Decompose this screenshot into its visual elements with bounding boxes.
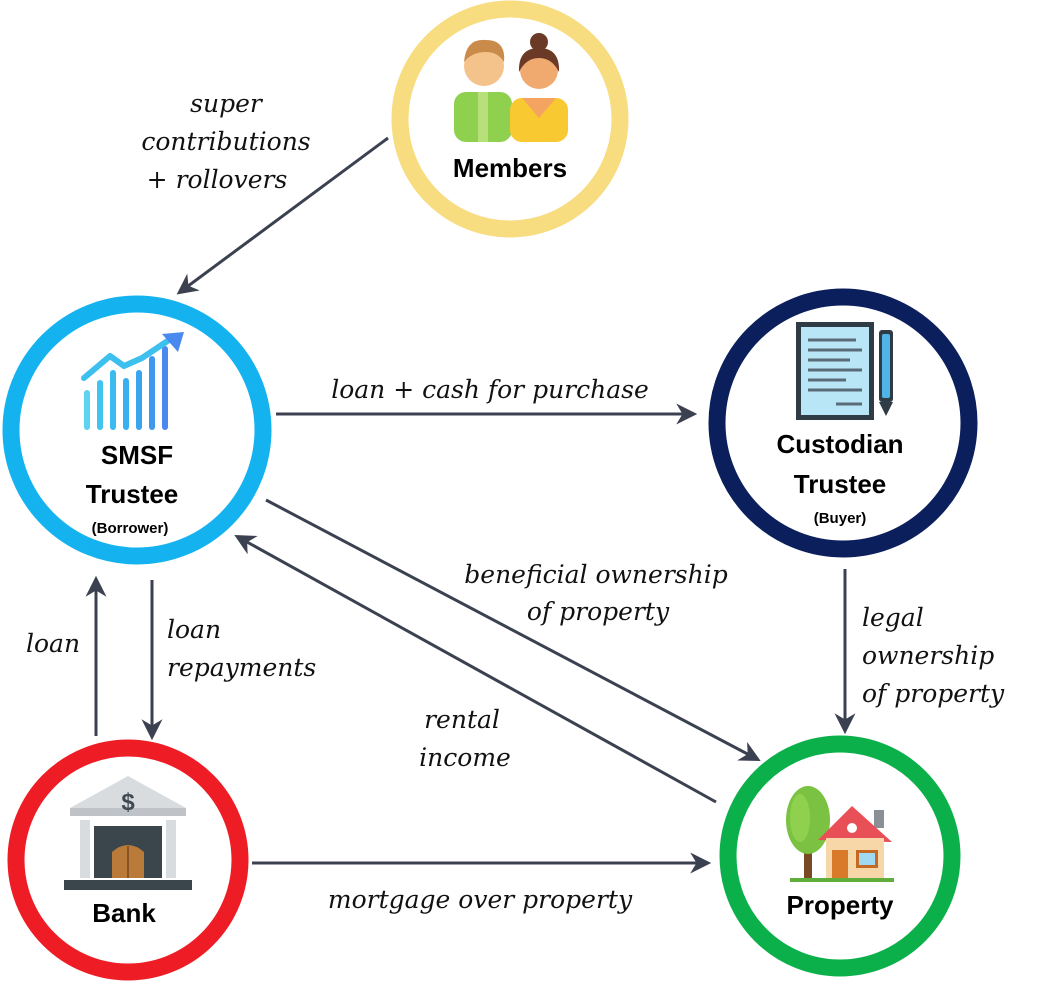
members-node: Members [391,0,629,238]
edge-property-to-smsf [234,534,717,804]
bank-title: Bank [92,898,156,928]
custodian-title-line2: Trustee [794,469,887,499]
label-loan-cash: loan + cash for purchase [331,375,649,404]
label-beneficial-1: beneficial ownership [464,560,727,589]
property-node: Property [719,735,961,977]
custodian-subtitle: (Buyer) [814,510,867,527]
people-icon [454,33,568,142]
bank-building-icon: $ [64,776,192,890]
house-tree-icon [786,786,894,882]
bank-node: $ Bank [7,739,249,981]
contract-document-icon [796,322,893,420]
smsf-node: SMSF Trustee (Borrower) [2,295,272,565]
edge-smsf-to-property [265,498,761,761]
custodian-node: Custodian Trustee (Buyer) [708,288,978,558]
label-rental-1: rental [424,705,500,734]
label-loan: loan [26,629,80,658]
label-contributions-1: super [190,89,264,118]
svg-text:$: $ [121,789,135,816]
growth-chart-icon [81,332,184,430]
label-legal-3: of property [862,679,1005,708]
label-rental-2: income [419,743,511,772]
members-title: Members [453,153,567,183]
custodian-title-line1: Custodian [776,429,903,459]
smsf-subtitle: (Borrower) [92,520,169,537]
label-beneficial-2: of property [527,597,670,626]
property-title: Property [787,890,894,920]
label-repayments-2: repayments [167,653,316,682]
label-repayments-1: loan [167,615,221,644]
label-contributions-3: + rollovers [147,165,288,194]
label-legal-1: legal [862,603,924,632]
label-mortgage: mortgage over property [328,885,633,914]
smsf-title-line1: SMSF [101,440,173,470]
label-legal-2: ownership [862,641,994,670]
label-contributions-2: contributions [141,127,310,156]
smsf-title-line2: Trustee [86,479,179,509]
edge-members-to-smsf [176,136,389,295]
